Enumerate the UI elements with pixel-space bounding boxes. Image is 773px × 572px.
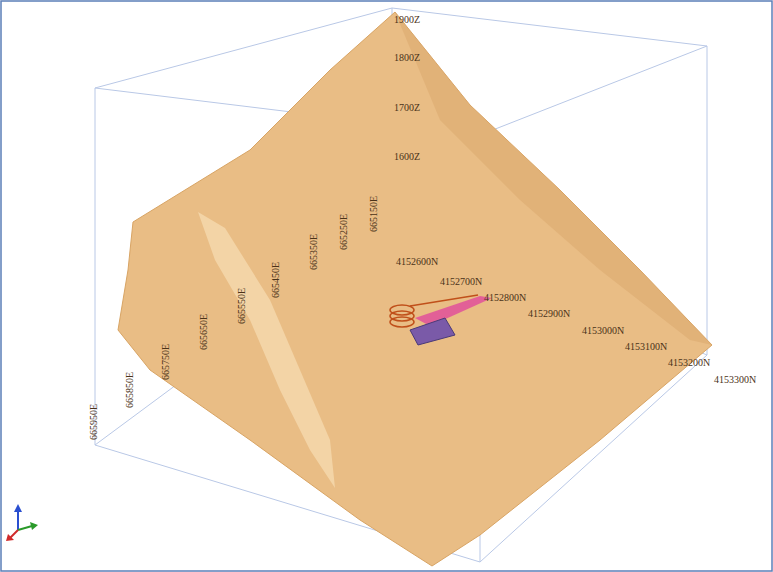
axis-triad <box>6 504 38 541</box>
surface-ridge <box>198 212 335 488</box>
surface-shade <box>395 12 712 345</box>
axis-label: 665650E <box>198 314 209 350</box>
mine-workings <box>390 295 492 345</box>
axis-label: 665450E <box>270 262 281 298</box>
axis-label: 1900Z <box>394 14 420 25</box>
axis-label: 665350E <box>308 234 319 270</box>
axis-label: 665850E <box>124 372 135 408</box>
axis-label: 665950E <box>88 404 99 440</box>
axis-label: 4153300N <box>714 374 756 385</box>
topographic-surface <box>118 12 712 566</box>
axis-label: 1700Z <box>394 102 420 113</box>
axis-label: 665250E <box>338 214 349 250</box>
axis-label: 4153000N <box>582 325 624 336</box>
axis-label: 1800Z <box>394 52 420 63</box>
axis-label: 4153200N <box>668 357 710 368</box>
axis-label: 4152600N <box>396 256 438 267</box>
axis-label: 665750E <box>160 344 171 380</box>
axis-label: 665550E <box>236 288 247 324</box>
axis-label: 4153100N <box>625 341 667 352</box>
axis-label: 1600Z <box>394 151 420 162</box>
axis-label: 4152800N <box>484 292 526 303</box>
axis-label: 665150E <box>368 196 379 232</box>
axis-label: 4152900N <box>528 308 570 319</box>
axis-label: 4152700N <box>440 276 482 287</box>
